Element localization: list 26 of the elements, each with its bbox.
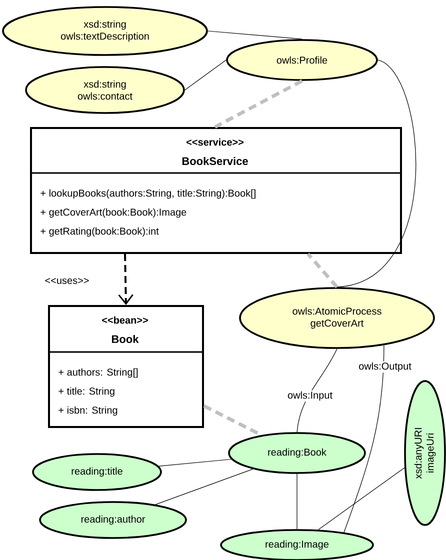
class-box <box>30 127 402 254</box>
connector <box>208 30 302 40</box>
class-box <box>48 305 204 428</box>
edge-label: <<uses>> <box>45 278 89 284</box>
member-text: + getRating(book:Book):int <box>40 227 159 237</box>
connector <box>336 60 416 288</box>
member-text: + authors: String[] <box>58 368 138 378</box>
member-text: + title: String <box>58 387 114 397</box>
connector <box>184 60 226 90</box>
connector <box>296 474 298 530</box>
connector <box>344 344 384 533</box>
edge-label: owls:Input <box>288 391 332 401</box>
connector <box>158 458 232 466</box>
connector <box>214 79 303 129</box>
member-text: + getCoverArt(book:Book):Image <box>40 208 186 218</box>
connector <box>118 254 134 305</box>
connector <box>306 252 338 288</box>
member-text: + isbn: String <box>58 406 118 416</box>
connector <box>155 468 254 505</box>
connector <box>318 467 405 530</box>
stereotype-label: <<service>> <box>186 138 244 146</box>
class-name: BookService <box>182 156 248 166</box>
stereotype-label: <<bean>> <box>102 316 148 324</box>
edge-label: owls:Output <box>359 362 412 372</box>
class-name: Book <box>112 334 139 344</box>
member-text: + lookupBooks(authors:String, title:String):Book[] <box>40 189 256 199</box>
